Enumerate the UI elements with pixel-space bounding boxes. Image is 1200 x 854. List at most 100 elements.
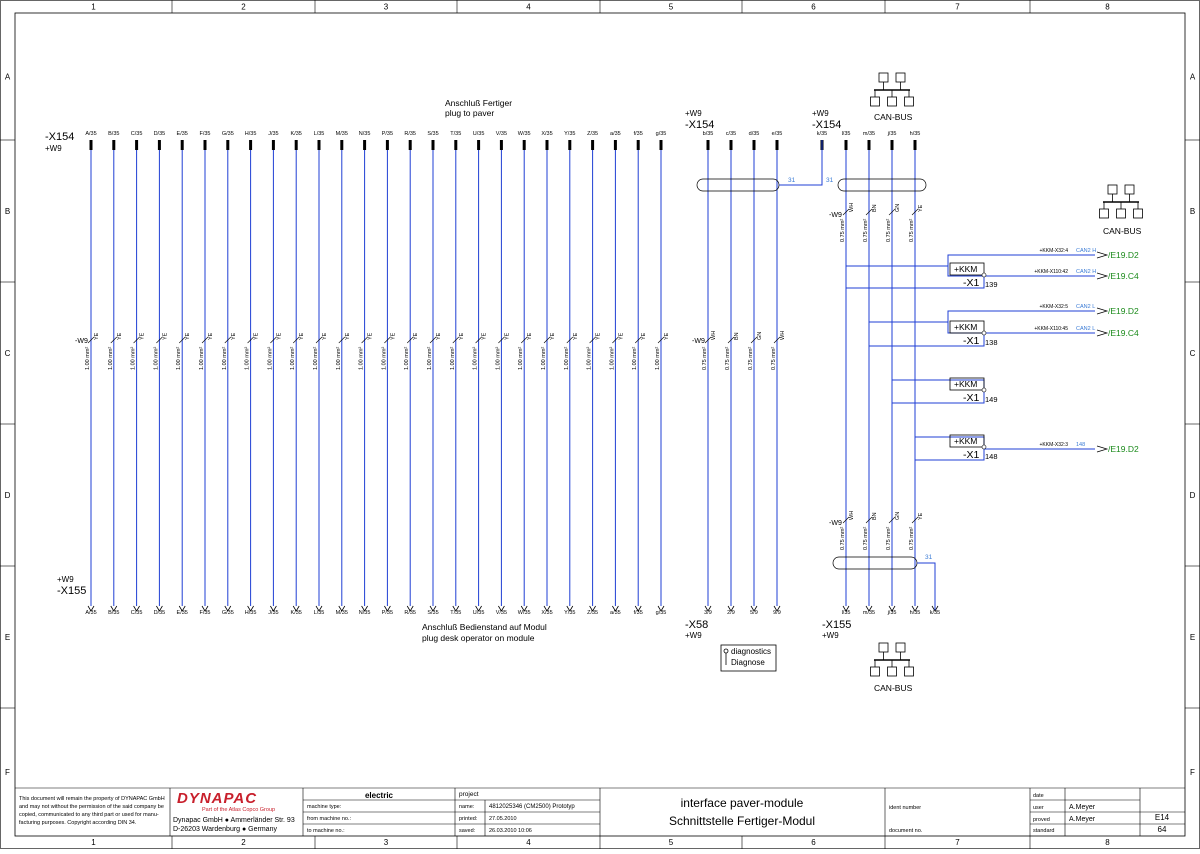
node-box: [878, 72, 889, 83]
connector-pin-bottom: [612, 605, 619, 612]
pin-label-bottom: P/35: [382, 610, 393, 616]
wire-spec: 0.75 mm²: [771, 347, 777, 370]
connector-pin-bottom: [247, 605, 254, 612]
connector-pin-bottom: [520, 605, 528, 612]
pin-label-bottom: J/35: [268, 610, 278, 616]
wire-size-label: 1.00 mm²: [655, 347, 661, 370]
from-machine-label: from machine no.:: [307, 816, 351, 822]
wire-spec: 1.00 mm²: [609, 347, 615, 370]
can-bus-label-2: CAN-BUS: [1103, 226, 1142, 236]
pin-label-top: f/35: [634, 131, 643, 137]
wire-color-label: YE: [162, 332, 168, 340]
company-address-2: D-26203 Wardenburg ● Germany: [173, 826, 277, 833]
border-col-label: 1: [91, 838, 96, 847]
connector-pin-top: [431, 140, 435, 150]
wire-size-label: 1.00 mm²: [108, 347, 114, 370]
wire-color: YE: [322, 332, 328, 340]
pin-label-top: X/35: [541, 131, 552, 137]
terminal-box: [949, 320, 985, 334]
wire-size-label: 0.75 mm²: [909, 219, 915, 242]
pin-label-top: K/35: [291, 131, 302, 137]
pin-label-top: W/35: [518, 131, 531, 137]
node-box: [895, 72, 906, 83]
wire-color-label: YE: [527, 332, 533, 340]
node-box: [870, 666, 880, 677]
pin-label-top: B/35: [108, 131, 119, 137]
wire-spec: 1.00 mm²: [495, 347, 501, 370]
wire-size-label: 1.00 mm²: [427, 347, 433, 370]
pin-label-top: G/35: [222, 131, 234, 137]
pin-label-bottom: W/35: [518, 610, 531, 616]
document-no-label: document no.: [889, 828, 923, 834]
node-box: [904, 666, 914, 677]
border-row-label: F: [5, 768, 10, 777]
x154-name: -X154: [45, 131, 74, 143]
wire-color: WH: [780, 331, 786, 340]
pin-label-top: N/35: [359, 131, 371, 137]
dynapac-logo: DYNAPAC: [177, 790, 257, 807]
diagnostics-label-de: Diagnose: [731, 658, 765, 667]
wire-color: YE: [117, 332, 123, 340]
sheet-code: E14: [1155, 813, 1170, 822]
wire-spec: 0.75 mm²: [886, 527, 892, 550]
node-box: [1116, 208, 1126, 219]
wire-color: BN: [734, 332, 740, 340]
wire-tick: [911, 208, 919, 216]
wire-tick: [475, 336, 482, 344]
wire-spec: 1.00 mm²: [564, 347, 570, 370]
border-col-label: 2: [241, 838, 246, 847]
node-box: [887, 96, 897, 107]
terminal-group: +KKM: [954, 436, 977, 446]
wire-size-label: 1.00 mm²: [473, 347, 479, 370]
wire-spec: 1.00 mm²: [153, 347, 159, 370]
connector-pin-bottom: [911, 605, 919, 612]
pin-label-bottom: 2/9: [727, 610, 735, 616]
wire-color-label: GN: [895, 204, 901, 212]
copyright-line-4: facturing purposes. Copyright according …: [19, 820, 137, 826]
wire-color: YE: [368, 332, 374, 340]
connector-pin-bottom: [133, 605, 140, 612]
wire-tick: [292, 336, 300, 344]
wire-spec: 1.00 mm²: [108, 347, 114, 370]
wire-color: YE: [345, 332, 351, 340]
arrow-icon: [1096, 445, 1109, 453]
copyright-line-2: and may not without the permission of th…: [19, 804, 164, 810]
wire-tick: [842, 208, 850, 216]
border-row-label: E: [5, 633, 10, 642]
terminal-group: +KKM: [954, 264, 977, 274]
proved-value: A.Meyer: [1069, 816, 1096, 823]
pin-label-bottom: 9/9: [773, 610, 781, 616]
shield-ref-2: 31: [826, 177, 834, 184]
xref-signal: 148: [1076, 442, 1085, 448]
pin-label-bottom: E/35: [177, 610, 188, 616]
wire-color: YE: [573, 332, 579, 340]
connector-pin-bottom: [361, 605, 368, 612]
terminal-point: [981, 330, 987, 336]
pin-label-bottom: Z/35: [587, 610, 598, 616]
pin-label-top: H/35: [245, 131, 257, 137]
wire-tick: [657, 336, 665, 344]
connector-pin-top: [913, 140, 917, 150]
wire-color-label: BN: [734, 332, 740, 340]
wire-color-label: YE: [664, 332, 670, 340]
printed-value: 27.05.2010: [489, 816, 517, 822]
terminal-number: 138: [985, 338, 998, 347]
cable-w9-main: -W9: [75, 338, 88, 345]
connector-pin-top: [844, 140, 848, 150]
connector-pin-top: [363, 140, 367, 150]
connector-pin-bottom: [727, 605, 735, 612]
connector-pin-bottom: [292, 605, 300, 612]
wire-spec: 1.00 mm²: [85, 347, 91, 370]
wire-tick: [429, 336, 437, 344]
pin-label-top: j/35: [887, 131, 897, 137]
wire-color: YE: [436, 332, 442, 340]
can-bus-label-3: CAN-BUS: [874, 683, 913, 693]
saved-value: 26.03.2010 10:06: [489, 828, 532, 834]
wire-spec: 1.00 mm²: [404, 347, 410, 370]
wire-size-label: 1.00 mm²: [222, 347, 228, 370]
x155-name: -X155: [57, 585, 86, 597]
border-col-label: 5: [669, 838, 674, 847]
